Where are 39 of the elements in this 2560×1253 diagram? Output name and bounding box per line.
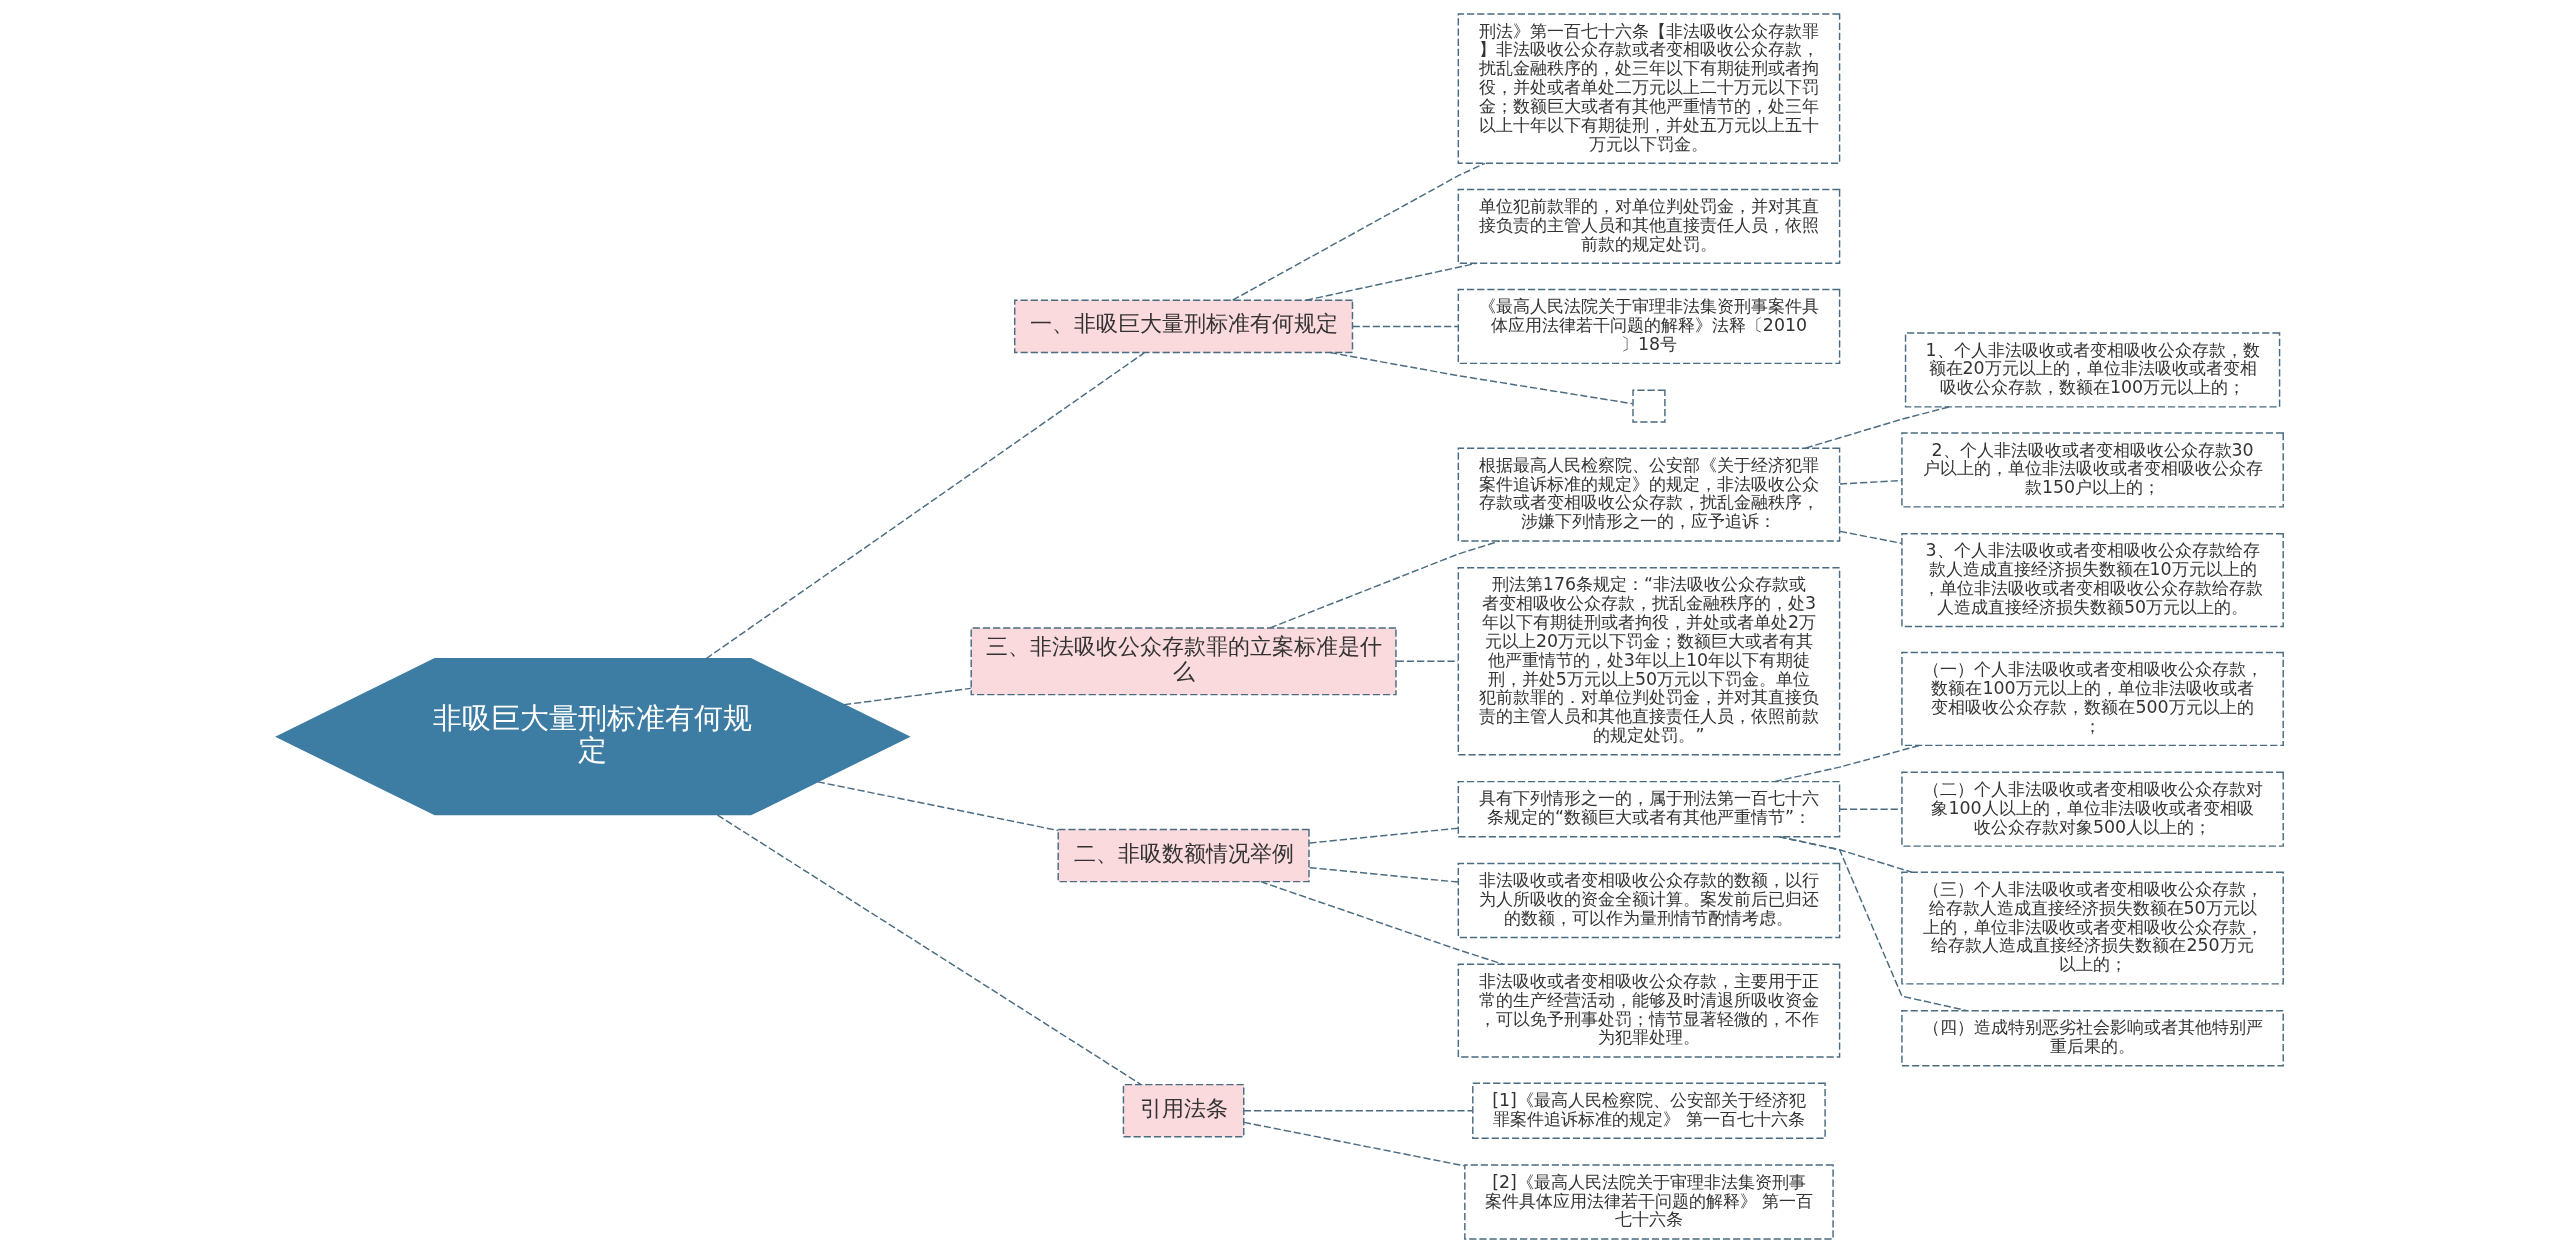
connector bbox=[1243, 1109, 1474, 1112]
connector bbox=[1778, 836, 1968, 1012]
node-box: 2、个人非法吸收或者变相吸收公众存款30户以上的，单位非法吸收或者变相吸收公众存款150户以上的； bbox=[1901, 432, 2284, 508]
connector bbox=[1839, 530, 1903, 545]
node-box: （三）个人非法吸收或者变相吸收公众存款，给存款人造成直接经济损失数额在50万元以上的，单位非法吸收或者变相吸收公众存款，给存款人造成直接经济损失数额在250万元以上的； bbox=[1901, 871, 2284, 985]
connector bbox=[705, 352, 1145, 660]
node-box: 《最高人民法院关于审理非法集资刑事案件具体应用法律若干问题的解释》法释〔2010〕18号 bbox=[1457, 288, 1841, 365]
connector bbox=[716, 814, 1142, 1085]
connector bbox=[1308, 866, 1459, 883]
node-box: （二）个人非法吸收或者变相吸收公众存款对象100人以上的，单位非法吸收或者变相吸收公众存款对象500人以上的； bbox=[1901, 771, 2284, 847]
node-box: 引用法条 bbox=[1122, 1083, 1245, 1138]
connector bbox=[1351, 325, 1459, 328]
node-box: 刑法第176条规定：“非法吸收公众存款或者变相吸收公众存款，扰乱金融秩序的，处3年以下有期徒刑或者拘役，并处或者单处2万元以上20万元以下罚金；数额巨大或者有其他严重情节的，处3年以上10年以下有期徒刑，并处5万元以上50万元以下罚金。单位犯前款罪的．对单位判处罚金，并对其直接负责的主管人员和其他直接责任人员，依照前款的规定处罚。” bbox=[1457, 567, 1841, 756]
connector bbox=[843, 687, 972, 706]
connector bbox=[817, 781, 1059, 832]
node-box: [2]《最高人民法院关于审理非法集资刑事案件具体应用法律若干问题的解释》 第一百七十六条 bbox=[1464, 1164, 1834, 1240]
node-box: 根据最高人民检察院、公安部《关于经济犯罪案件追诉标准的规定》的规定，非法吸收公众存款或者变相吸收公众存款，扰乱金融秩序，涉嫌下列情形之一的，应予追诉： bbox=[1457, 447, 1841, 542]
node-box: （一）个人非法吸收或者变相吸收公众存款，数额在100万元以上的，单位非法吸收或者变相吸收公众存款，数额在500万元以上的； bbox=[1901, 651, 2284, 747]
node-box: 刑法》第一百七十六条【非法吸收公众存款罪】非法吸收公众存款或者变相吸收公众存款，扰乱金融秩序的，处三年以下有期徒刑或者拘役，并处或者单处二万元以上二十万元以下罚金；数额巨大或者有其他严重情节的，处三年以上十年以下有期徒刑，并处五万元以上五十万元以下罚金。 bbox=[1457, 13, 1841, 165]
node-box: 具有下列情形之一的，属于刑法第一百七十六条规定的“数额巨大或者有其他严重情节”： bbox=[1457, 780, 1841, 838]
connector bbox=[1773, 744, 1920, 783]
node-box: 非法吸收或者变相吸收公众存款的数额，以行为人所吸收的资金全额计算。案发前后已归还的数额，可以作为量刑情节酌情考虑。 bbox=[1457, 862, 1841, 939]
node-box: 二、非吸数额情况举例 bbox=[1057, 828, 1310, 883]
connector bbox=[1243, 1121, 1466, 1167]
node-box: 1、个人非法吸收或者变相吸收公众存款，数额在20万元以上的，单位非法吸收或者变相吸收公众存款，数额在100万元以上的； bbox=[1904, 332, 2281, 408]
node-box: 三、非法吸收公众存款罪的立案标准是什么 bbox=[970, 627, 1397, 696]
node-box bbox=[1632, 389, 1666, 423]
connector bbox=[1839, 808, 1903, 810]
connector bbox=[1308, 827, 1459, 844]
connector bbox=[1329, 351, 1634, 405]
node-box: 单位犯前款罪的，对单位判处罚金，并对其直接负责的主管人员和其他直接责任人员，依照前款的规定处罚。 bbox=[1457, 188, 1841, 265]
connector bbox=[1305, 262, 1478, 301]
node-box: （四）造成特别恶劣社会影响或者其他特别严重后果的。 bbox=[1901, 1009, 2284, 1067]
connector bbox=[1839, 479, 1903, 485]
node-box: [1]《最高人民检察院、公安部关于经济犯罪案件追诉标准的规定》 第一百七十六条 bbox=[1472, 1082, 1826, 1139]
node-box: 一、非吸巨大量刑标准有何规定 bbox=[1014, 299, 1354, 354]
node-box: 3、个人非法吸收或者变相吸收公众存款给存款人造成直接经济损失数额在10万元以上的，单位非法吸收或者变相吸收公众存款给存款人造成直接经济损失数额50万元以上的。 bbox=[1901, 533, 2284, 628]
node-box: 非法吸收或者变相吸收公众存款，主要用于正常的生产经营活动，能够及时清退所吸收资金，可以免予刑事处罚；情节显著轻微的，不作为犯罪处理。 bbox=[1457, 963, 1841, 1058]
connector bbox=[1231, 162, 1486, 301]
